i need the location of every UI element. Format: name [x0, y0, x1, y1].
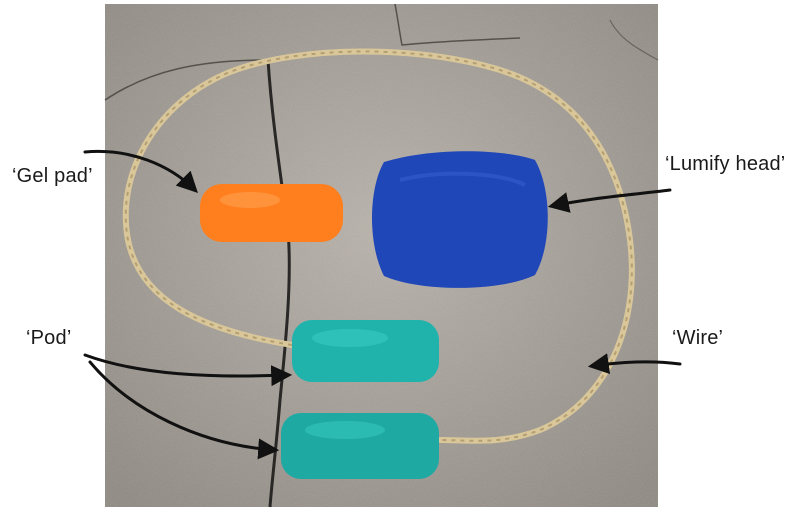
pod-upper — [292, 320, 439, 382]
label-pod: ‘Pod’ — [26, 327, 71, 350]
gel-pad — [200, 184, 343, 242]
label-wire: ‘Wire’ — [672, 327, 723, 350]
label-gel-pad: ‘Gel pad’ — [12, 165, 93, 188]
label-lumify-head: ‘Lumify head’ — [665, 153, 785, 176]
